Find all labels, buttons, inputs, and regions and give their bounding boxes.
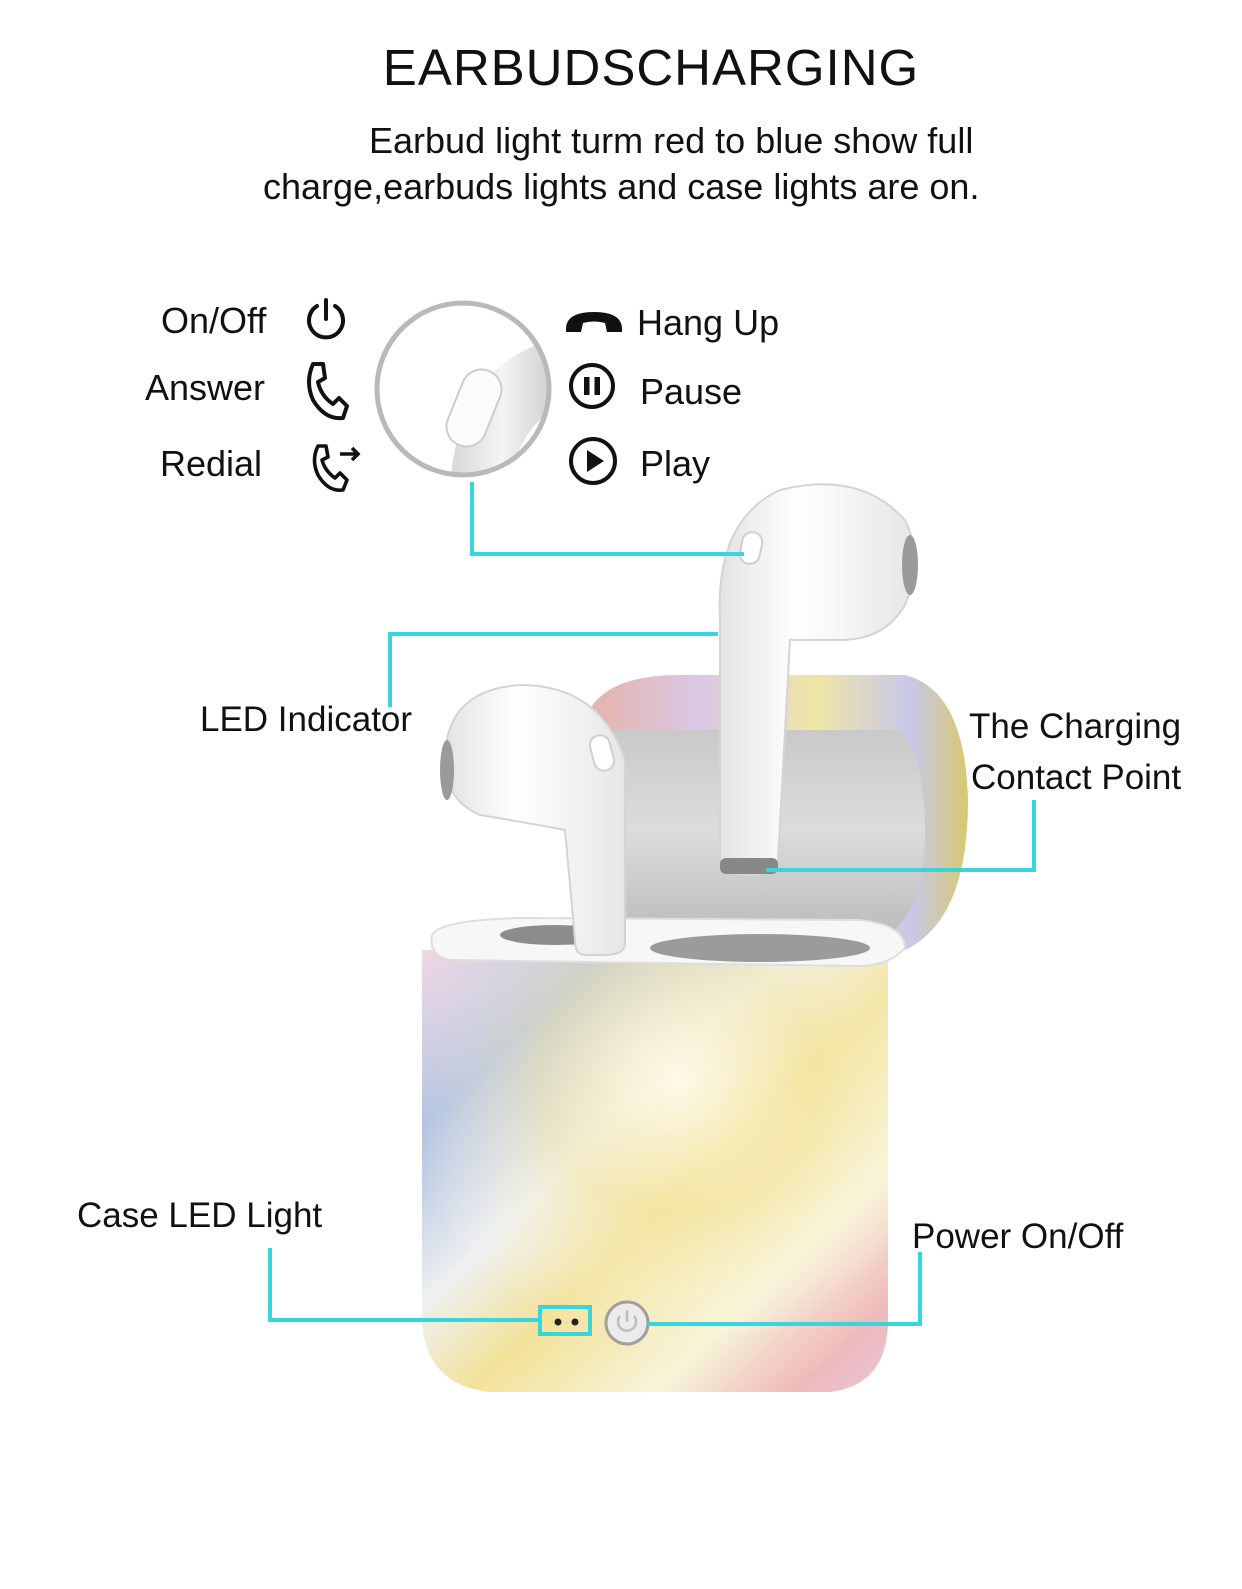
phone-icon xyxy=(303,360,349,424)
label-led-indicator: LED Indicator xyxy=(200,700,413,739)
label-case-led-light: Case LED Light xyxy=(77,1196,323,1235)
pause-circle-icon xyxy=(568,362,616,410)
leader-line-power-vertical xyxy=(918,1252,922,1326)
leader-line-led-horizontal xyxy=(388,632,718,636)
label-redial: Redial xyxy=(160,443,263,484)
leader-line-case-led-vertical xyxy=(268,1248,272,1322)
diagram-title: EARBUDSCHARGING xyxy=(382,39,920,96)
leader-line-contact-horizontal xyxy=(766,868,1036,872)
button-closeup-circle xyxy=(372,298,554,480)
power-icon xyxy=(303,297,349,343)
leader-line-button-horizontal xyxy=(470,552,744,556)
subtitle-line-2: charge,earbuds lights and case lights ar… xyxy=(263,166,980,207)
label-power-on-off: Power On/Off xyxy=(912,1217,1124,1256)
label-on-off: On/Off xyxy=(161,300,267,341)
leader-line-case-led-horizontal xyxy=(268,1318,542,1322)
label-charging-contact-line-1: The Charging xyxy=(969,707,1182,746)
label-pause: Pause xyxy=(640,371,743,412)
leader-line-power-horizontal xyxy=(648,1322,922,1326)
leader-line-contact-vertical xyxy=(1032,800,1036,872)
leader-line-led-vertical xyxy=(388,632,392,707)
label-hang-up: Hang Up xyxy=(637,302,780,343)
subtitle-line-1: Earbud light turm red to blue show full xyxy=(369,120,974,161)
leader-line-button-vertical xyxy=(470,482,474,556)
play-circle-icon xyxy=(568,436,618,486)
phone-redial-icon xyxy=(310,440,362,496)
label-charging-contact-line-2: Contact Point xyxy=(971,758,1182,797)
label-answer: Answer xyxy=(145,367,266,408)
hang-up-icon xyxy=(563,308,625,336)
label-play: Play xyxy=(640,443,711,484)
